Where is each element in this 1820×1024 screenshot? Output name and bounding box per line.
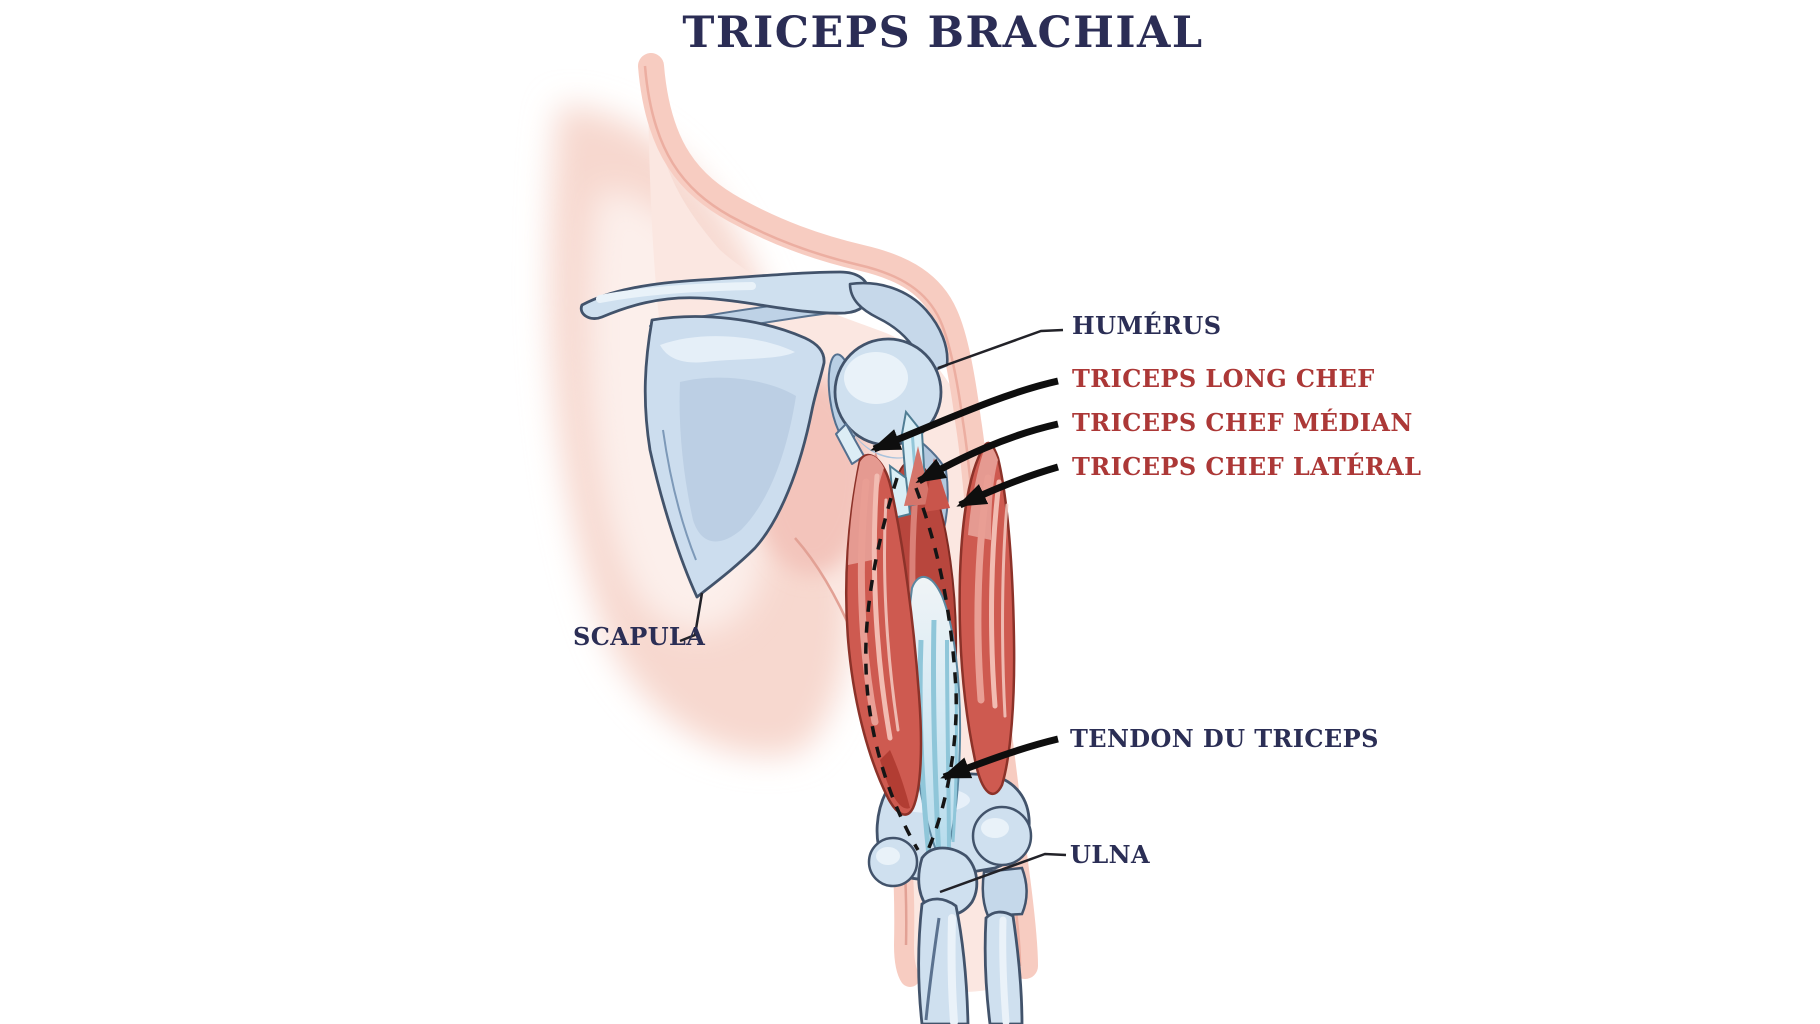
chef-lateral-arrow <box>956 463 1059 509</box>
long-head-tip-shade <box>880 750 910 809</box>
tendon-arrow <box>940 735 1059 781</box>
chef-median-arrow <box>915 420 1059 485</box>
medial-condyle-highlight <box>876 847 900 865</box>
label-triceps-chef-median: TRICEPS CHEF MÉDIAN <box>1072 408 1413 437</box>
label-ulna: ULNA <box>1070 840 1150 869</box>
triceps-muscles <box>845 409 1016 867</box>
radius-head <box>981 866 1028 918</box>
ulna-leader-line <box>939 852 1067 894</box>
origin-spike-2 <box>924 458 950 512</box>
label-humerus: HUMÉRUS <box>1072 311 1222 340</box>
label-triceps-chef-lateral: TRICEPS CHEF LATÉRAL <box>1072 452 1422 481</box>
clavicle-highlight <box>596 282 756 303</box>
leader-lines <box>679 328 1067 894</box>
shoulder-bones <box>579 270 949 599</box>
radius-highlight <box>999 916 1010 1024</box>
capitulum-highlight <box>981 818 1009 838</box>
infraglenoid-spike <box>835 423 865 465</box>
scapula-fossa-shade <box>679 377 796 542</box>
label-triceps-long-chef: TRICEPS LONG CHEF <box>1072 364 1375 393</box>
ulna-highlight <box>947 914 958 1024</box>
ulna-ridge-line <box>924 917 941 1021</box>
scapula-border-line <box>662 429 697 561</box>
scapula-leader-line <box>679 592 704 643</box>
elbow-bones <box>867 805 1033 1024</box>
long-chef-arrow <box>870 377 1059 453</box>
humerus-head-highlight <box>844 352 908 404</box>
scapula-highlight <box>660 336 795 363</box>
label-scapula: SCAPULA <box>573 622 706 651</box>
diagram-title: TRICEPS BRACHIAL <box>682 8 1204 58</box>
humerus-leader-line <box>937 328 1064 370</box>
deep-head-dashed-outline <box>864 477 958 851</box>
label-tendon-du-triceps: TENDON DU TRICEPS <box>1070 724 1379 753</box>
